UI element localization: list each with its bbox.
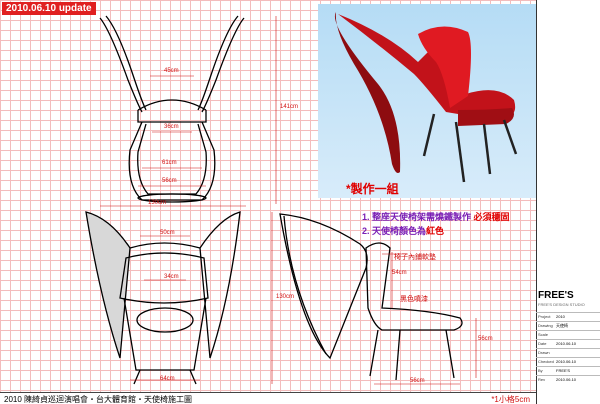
dim-side-54: 54cm	[392, 270, 407, 276]
title-row-value: 2010.06.10	[556, 341, 577, 346]
note-1-text: 1. 整座天使椅架需燒鐵製作	[362, 212, 472, 222]
title-row: Scale	[536, 330, 600, 340]
title-row-label: Project	[538, 314, 551, 319]
title-block	[536, 0, 600, 404]
footer-bar: 2010 陳綺貞巡迴演唱會‧台大體育館‧天使椅施工圖 *1小格5cm	[0, 392, 536, 404]
title-row-value: 2010	[556, 314, 565, 319]
dim-front-61: 61cm	[162, 160, 177, 166]
dim-top-64: 64cm	[160, 376, 175, 382]
drawing-title: 2010 陳綺貞巡迴演唱會‧台大體育館‧天使椅施工圖	[4, 395, 193, 404]
title-row: Drawn	[536, 348, 600, 358]
studio-logo: FREE'S	[538, 290, 574, 301]
title-row-label: Drawing	[538, 323, 553, 328]
front-view-drawing	[99, 15, 277, 207]
dim-width-130: 130cm	[148, 200, 167, 206]
side-view-drawing	[279, 213, 477, 385]
annotation-cushion: 椅子內鋪軟墊	[394, 254, 436, 261]
title-row-label: Drawn	[538, 350, 550, 355]
annotation-black-paint: 黑色噴漆	[400, 296, 428, 303]
dim-side-56-width: 56cm	[410, 378, 425, 384]
title-row-label: Date	[538, 341, 547, 346]
render-caption: *製作一組	[346, 182, 399, 196]
title-row-label: Scale	[538, 332, 549, 337]
red-chair-render	[334, 12, 518, 183]
title-row-label: Rev	[538, 377, 546, 382]
title-row: Project 2010	[536, 312, 600, 322]
note-1-emphasis: 必須穩固	[473, 212, 510, 222]
render-image: *製作一組	[318, 4, 536, 198]
title-row: By FREE'S	[536, 366, 600, 376]
top-view-drawing	[85, 211, 273, 385]
dim-side-56-height: 56cm	[478, 336, 493, 342]
dim-height-141: 141cm	[280, 104, 299, 110]
dim-top-50: 50cm	[160, 230, 175, 236]
title-row: Rev 2010.06.10	[536, 375, 600, 385]
dim-front-36: 36cm	[164, 124, 179, 130]
dim-top-34: 34cm	[164, 274, 179, 280]
note-2-text: 2. 天使椅顏色為	[362, 226, 427, 236]
title-row-label: Checked	[538, 359, 554, 364]
scale-note: *1小格5cm	[491, 395, 530, 404]
title-row: Date 2010.06.10	[536, 339, 600, 349]
note-2: 2. 天使椅顏色為紅色	[362, 224, 444, 237]
studio-logo-subtitle: FREE'S DESIGN STUDIO	[538, 302, 585, 307]
note-1: 1. 整座天使椅架需燒鐵製作 必須穩固	[362, 210, 510, 223]
dim-front-56: 56cm	[162, 178, 177, 184]
note-2-emphasis: 紅色	[426, 226, 445, 236]
title-row-label: By	[538, 368, 543, 373]
title-row-value: FREE'S	[556, 368, 571, 373]
update-badge: 2010.06.10 update	[2, 2, 96, 15]
dim-top-130: 130cm	[276, 294, 295, 300]
title-row-value: 2010.06.10	[556, 359, 577, 364]
title-row-value: 2010.06.10	[556, 377, 577, 382]
title-row-value: 天使椅	[556, 323, 568, 328]
dim-front-45: 45cm	[164, 68, 179, 74]
